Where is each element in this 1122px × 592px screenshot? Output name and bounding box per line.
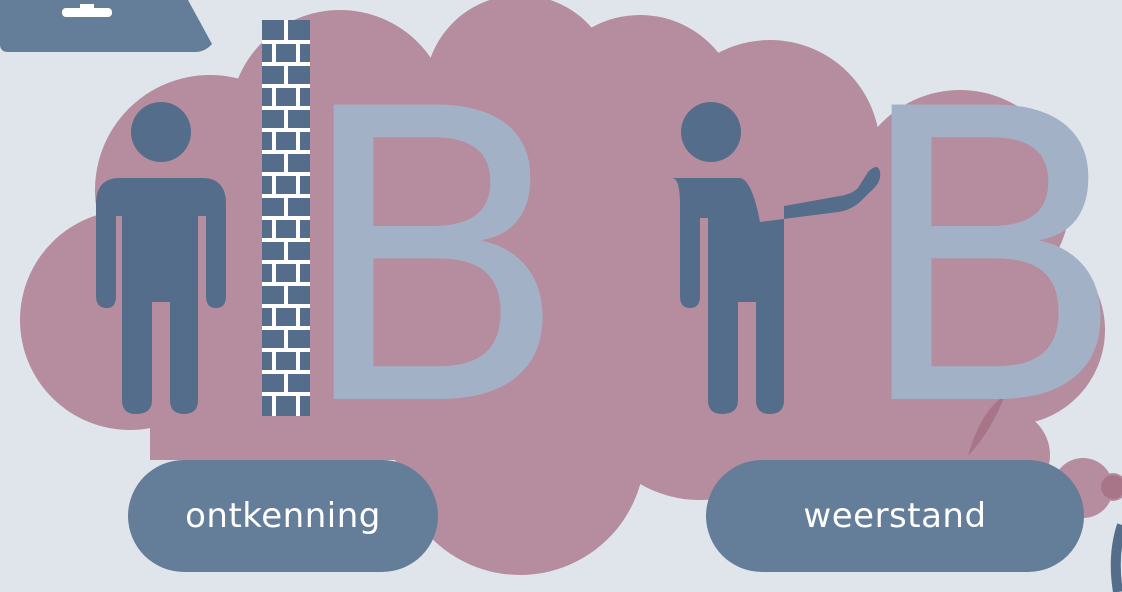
- tray-icon: [0, 0, 212, 52]
- letter-b-right: B: [852, 58, 1122, 462]
- label-ontkenning: ontkenning: [128, 460, 438, 572]
- letter-b-left: B: [294, 58, 571, 462]
- corner-arc: [1116, 525, 1122, 592]
- label-weerstand: weerstand: [706, 460, 1084, 572]
